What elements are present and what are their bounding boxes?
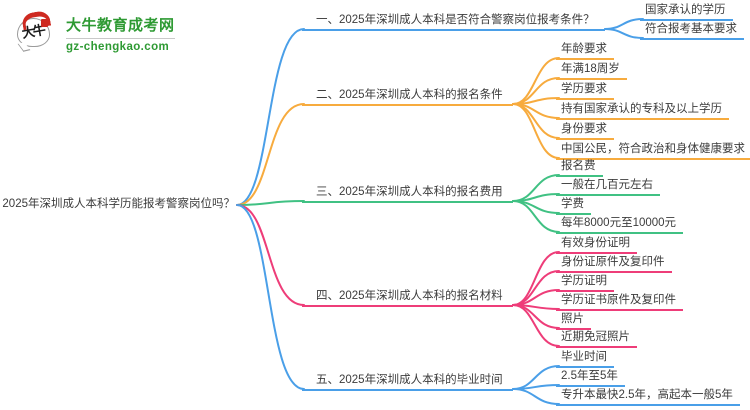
branch-4-child-1: 有效身份证明 (556, 236, 637, 254)
branch-2-label: 二、2025年深圳成人本科的报名条件 (302, 88, 513, 106)
branch-2-child-5: 身份要求 (556, 122, 614, 140)
branch-4-child-3: 学历证明 (556, 274, 614, 292)
connector-branch-2-child-3 (512, 97, 560, 105)
branch-2-child-6: 中国公民，符合政治和身体健康要求 (556, 142, 750, 160)
connector-branch-2-child-1 (512, 57, 560, 105)
connector-branch-5-child-1 (512, 365, 560, 390)
connector-branch-1-child-2 (604, 28, 644, 39)
connector-branch-2-child-6 (512, 103, 560, 159)
connector-branch-3-child-2 (512, 193, 560, 202)
connector-branch-3-child-3 (512, 200, 560, 214)
connector-center-branch-3 (236, 200, 305, 206)
connector-branch-2-child-2 (512, 77, 560, 105)
connector-branch-4-child-5 (512, 304, 560, 329)
branch-1-child-1: 国家承认的学历 (640, 3, 733, 21)
connector-branch-3-child-1 (512, 174, 560, 202)
logo-icon: 大牛 (14, 9, 64, 58)
connector-branch-3-child-4 (512, 200, 560, 233)
connector-branch-4-child-6 (512, 304, 560, 347)
connector-center-branch-2 (236, 103, 305, 206)
branch-5-child-3: 专升本最快2.5年，高起本一般5年 (556, 388, 740, 406)
connector-branch-1-child-1 (604, 18, 644, 30)
red-seal-icon (41, 19, 48, 27)
connector-branch-4-child-2 (512, 270, 560, 306)
connector-branch-5-child-2 (512, 384, 560, 390)
logo-url: gz-chengkao.com (66, 41, 170, 53)
branch-2-child-2: 年满18周岁 (556, 62, 627, 80)
branch-5-label: 五、2025年深圳成人本科的毕业时间 (302, 373, 513, 391)
branch-4-child-4: 学历证书原件及复印件 (556, 293, 683, 311)
mindmap-center-topic: 2025年深圳成人本科学历能报考警察岗位吗？ (2, 198, 235, 210)
branch-2-child-4: 持有国家承认的专科及以上学历 (556, 102, 729, 120)
logo: 大牛 大牛教育成考网 gz-chengkao.com (14, 8, 214, 60)
logo-text: 大牛教育成考网 gz-chengkao.com (66, 14, 175, 53)
branch-4-label: 四、2025年深圳成人本科的报名材料 (302, 289, 513, 307)
branch-3-child-1: 报名费 (556, 159, 603, 177)
branch-3-child-4: 每年8000元至10000元 (556, 216, 684, 234)
branch-1-label: 一、2025年深圳成人本科是否符合警察岗位报考条件？ (302, 13, 605, 31)
branch-1-child-2: 符合报考基本要求 (640, 22, 744, 40)
logo-title: 大牛教育成考网 (66, 14, 175, 39)
branch-4-child-2: 身份证原件及复印件 (556, 255, 672, 273)
branch-5-child-1: 毕业时间 (556, 350, 614, 368)
connector-center-branch-1 (236, 28, 305, 206)
branch-5-child-2: 2.5年至5年 (556, 369, 625, 387)
connector-center-branch-5 (236, 204, 305, 390)
connector-branch-2-child-5 (512, 103, 560, 139)
branch-3-child-2: 一般在几百元左右 (556, 178, 660, 196)
connector-branch-5-child-3 (512, 388, 560, 405)
branch-3-label: 三、2025年深圳成人本科的报名费用 (302, 185, 513, 203)
branch-4-child-6: 近期免冠照片 (556, 330, 637, 348)
connector-branch-4-child-4 (512, 304, 560, 310)
connector-branch-4-child-3 (512, 289, 560, 306)
connector-branch-2-child-4 (512, 103, 560, 119)
branch-4-child-5: 照片 (556, 312, 591, 330)
branch-3-child-3: 学费 (556, 197, 591, 215)
branch-2-child-3: 学历要求 (556, 82, 614, 100)
connector-center-branch-4 (236, 204, 305, 306)
branch-2-child-1: 年龄要求 (556, 42, 614, 60)
connector-branch-4-child-1 (512, 251, 560, 306)
